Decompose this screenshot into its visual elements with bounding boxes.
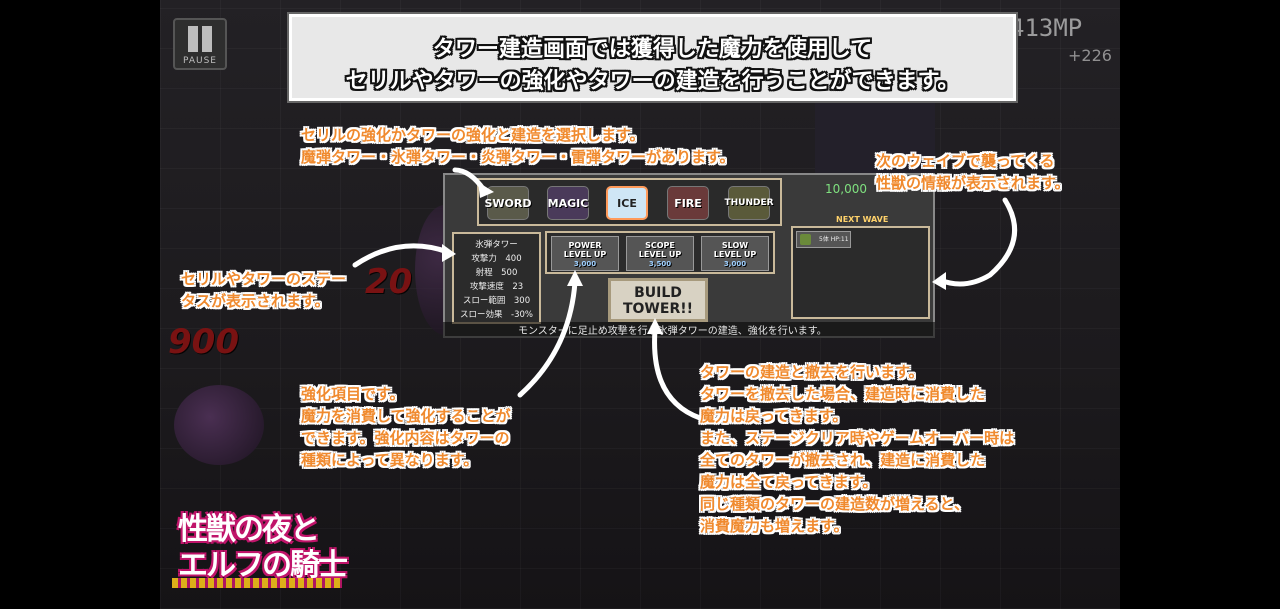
status-slow-effect: スロー効果 -30% xyxy=(460,310,533,320)
logo-title-line-1: 性獣の夜と xyxy=(178,512,320,547)
tower-type-tabs: SWORD MAGIC ICE FIRE THUNDER xyxy=(477,178,782,226)
callout-line: 次のウェイブで襲ってくる xyxy=(876,152,1055,170)
pause-icon xyxy=(188,26,198,52)
damage-number: 900 xyxy=(168,322,239,362)
upgrade-options: POWER LEVEL UP 3,000 SCOPE LEVEL UP 3,50… xyxy=(545,231,775,274)
power-level-up-button[interactable]: POWER LEVEL UP 3,000 xyxy=(551,236,619,271)
callout-line: 消費魔力も増えます。 xyxy=(700,517,849,535)
tower-description: モンスターに足止め攻撃を行う氷弾タワーの建造、強化を行います。 xyxy=(518,326,827,337)
callout-tabs: セリルの強化かタワーの強化と建造を選択します。 魔弾タワー・氷弾タワー・炎弾タワ… xyxy=(301,124,735,168)
callout-line: 魔弾タワー・氷弾タワー・炎弾タワー・雷弾タワーがあります。 xyxy=(301,148,735,166)
status-range: 射程 500 xyxy=(475,268,518,278)
mp-counter: 413MP xyxy=(1010,14,1083,42)
upgrade-cost: 3,000 xyxy=(573,260,597,268)
logo-title-line-2: エルフの騎士 xyxy=(178,548,348,583)
damage-number: 20 xyxy=(365,262,413,302)
callout-line: タワーを撤去した場合、建造時に消費した xyxy=(700,385,986,403)
next-wave-panel: 5体 HP:11 xyxy=(791,226,930,319)
callout-next-wave: 次のウェイブで襲ってくる 性獣の情報が表示されます。 xyxy=(876,150,1070,194)
build-tower-button[interactable]: BUILD TOWER!! xyxy=(608,278,708,322)
next-wave-label: NEXT WAVE xyxy=(836,215,889,224)
upgrade-label: LEVEL UP xyxy=(563,250,607,259)
mp-gain: +226 xyxy=(1068,46,1112,65)
status-attack: 攻撃力 400 xyxy=(471,254,522,264)
pause-button[interactable]: PAUSE xyxy=(173,18,227,70)
callout-line: セリルやタワーのステー xyxy=(181,270,347,288)
tab-ice[interactable]: ICE xyxy=(606,186,648,220)
build-label: BUILD xyxy=(634,285,682,301)
scope-level-up-button[interactable]: SCOPE LEVEL UP 3,500 xyxy=(626,236,694,271)
panel-money: 10,000 xyxy=(825,182,867,196)
callout-line: 種類によって異なります。 xyxy=(301,451,479,469)
upgrade-cost: 3,000 xyxy=(723,260,747,268)
tab-thunder[interactable]: THUNDER xyxy=(724,186,774,220)
callout-upgrade: 強化項目です。 魔力を消費して強化することが できます。強化内容はタワーの 種類… xyxy=(301,383,511,471)
next-wave-enemy: 5体 HP:11 xyxy=(796,231,851,248)
tab-magic[interactable]: MAGIC xyxy=(547,186,589,220)
header-line-1: タワー建造画面では獲得した魔力を使用して xyxy=(432,37,873,62)
callout-line: 同じ種類のタワーの建造数が増えると、 xyxy=(700,495,969,513)
upgrade-label: POWER xyxy=(568,241,602,250)
upgrade-label: SLOW xyxy=(721,241,749,250)
status-title: 氷弾タワー xyxy=(475,240,518,250)
callout-status: セリルやタワーのステー タスが表示されます。 xyxy=(181,268,346,312)
callout-line: 魔力は戻ってきます。 xyxy=(700,407,848,425)
callout-line: 魔力は全て戻ってきます。 xyxy=(700,473,878,491)
header-line-2: セリルやタワーの強化やタワーの建造を行うことができます。 xyxy=(345,69,960,94)
pause-label: PAUSE xyxy=(183,56,217,66)
upgrade-label: LEVEL UP xyxy=(713,250,757,259)
tab-sword[interactable]: SWORD xyxy=(485,186,532,220)
callout-line: セリルの強化かタワーの強化と建造を選択します。 xyxy=(301,126,645,144)
pause-icon-bar xyxy=(202,26,212,52)
header-banner: タワー建造画面では獲得した魔力を使用して セリルやタワーの強化やタワーの建造を行… xyxy=(289,14,1016,101)
callout-line: できます。強化内容はタワーの xyxy=(301,429,510,447)
upgrade-label: LEVEL UP xyxy=(638,250,682,259)
callout-line: 強化項目です。 xyxy=(301,385,405,403)
build-label: TOWER!! xyxy=(622,301,693,317)
tower-status-panel: 氷弾タワー 攻撃力 400 射程 500 攻撃速度 23 スロー範囲 300 ス… xyxy=(452,232,541,324)
next-wave-enemy-info: 5体 HP:11 xyxy=(819,236,849,243)
callout-build: タワーの建造と撤去を行います。 タワーを撤去した場合、建造時に消費した 魔力は戻… xyxy=(700,361,1014,537)
logo-decoration xyxy=(172,578,342,588)
enemy-sprite xyxy=(174,385,264,465)
status-speed: 攻撃速度 23 xyxy=(469,282,524,292)
upgrade-label: SCOPE xyxy=(645,241,675,250)
game-logo: 性獣の夜と エルフの騎士 xyxy=(168,490,348,600)
upgrade-cost: 3,500 xyxy=(648,260,672,268)
slow-level-up-button[interactable]: SLOW LEVEL UP 3,000 xyxy=(701,236,769,271)
tab-fire[interactable]: FIRE xyxy=(667,186,709,220)
status-slow-range: スロー範囲 300 xyxy=(462,296,531,306)
callout-line: 魔力を消費して強化することが xyxy=(301,407,511,425)
callout-line: タワーの建造と撤去を行います。 xyxy=(700,363,924,381)
callout-line: 全てのタワーが撤去され、建造に消費した xyxy=(700,451,986,469)
enemy-icon xyxy=(800,234,811,245)
callout-line: タスが表示されます。 xyxy=(181,292,330,310)
callout-line: 性獣の情報が表示されます。 xyxy=(876,174,1070,192)
callout-line: また、ステージクリア時やゲームオーバー時は xyxy=(700,429,1015,447)
